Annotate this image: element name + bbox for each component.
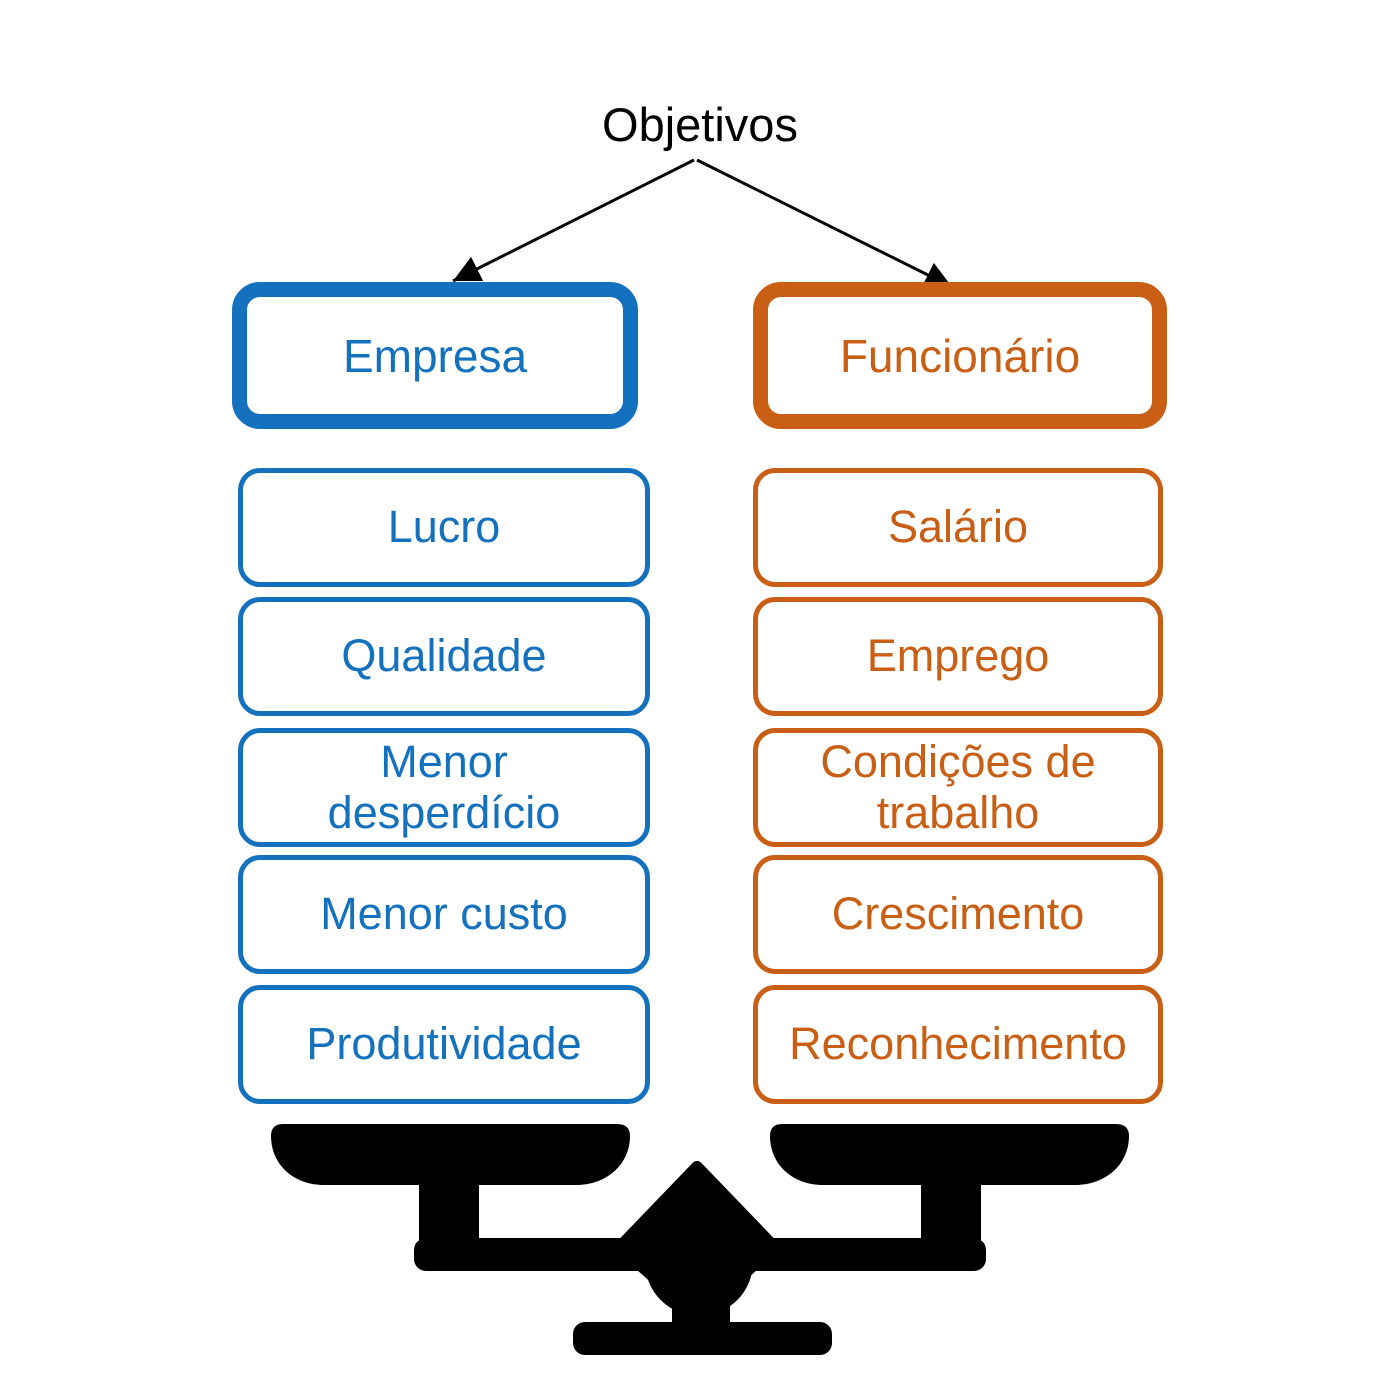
empresa-item-box: Qualidade xyxy=(238,597,650,716)
empresa-item-label: Qualidade xyxy=(341,630,547,682)
empresa-item-label: Lucro xyxy=(387,501,501,553)
empresa-item-box: Lucro xyxy=(238,468,650,587)
funcionario-item-label: Reconhecimento xyxy=(789,1018,1127,1070)
scale-right-arm xyxy=(921,1150,981,1262)
empresa-item-box: Produtividade xyxy=(238,985,650,1104)
scale-left-arm xyxy=(419,1150,479,1262)
diagram-title: Objetivos xyxy=(602,98,798,151)
funcionario-header-box: Funcionário xyxy=(753,282,1167,429)
funcionario-item-box: Reconhecimento xyxy=(753,985,1163,1104)
balance-scale-icon xyxy=(271,1124,1129,1355)
empresa-header-box: Empresa xyxy=(232,282,638,429)
funcionario-item-label: Emprego xyxy=(866,630,1050,682)
funcionario-item-box: Condições de trabalho xyxy=(753,728,1163,847)
funcionario-item-box: Emprego xyxy=(753,597,1163,716)
funcionario-item-label: Salário xyxy=(887,501,1029,553)
scale-beam xyxy=(414,1238,986,1271)
scale-pivot xyxy=(645,1208,753,1316)
funcionario-item-box: Salário xyxy=(753,468,1163,587)
scale-left-pan xyxy=(271,1124,630,1185)
funcionario-item-box: Crescimento xyxy=(753,855,1163,974)
empresa-item-label: Menor custo xyxy=(320,888,568,940)
empresa-item-label: Produtividade xyxy=(306,1018,582,1070)
scale-stem xyxy=(672,1270,730,1330)
scale-pointer xyxy=(614,1161,780,1321)
empresa-item-box: Menor custo xyxy=(238,855,650,974)
scale-right-pan xyxy=(770,1124,1129,1185)
arrow-to-empresa xyxy=(452,158,695,283)
empresa-item-box: Menor desperdício xyxy=(238,728,650,847)
arrow-to-funcionario xyxy=(696,158,953,289)
scale-base xyxy=(573,1322,832,1355)
empresa-header-label: Empresa xyxy=(342,329,528,382)
connector-arrows xyxy=(452,158,953,289)
funcionario-item-label: Condições de trabalho xyxy=(820,735,1096,838)
funcionario-item-label: Crescimento xyxy=(831,888,1085,940)
funcionario-header-label: Funcionário xyxy=(839,329,1081,382)
empresa-item-label: Menor desperdício xyxy=(327,735,561,838)
